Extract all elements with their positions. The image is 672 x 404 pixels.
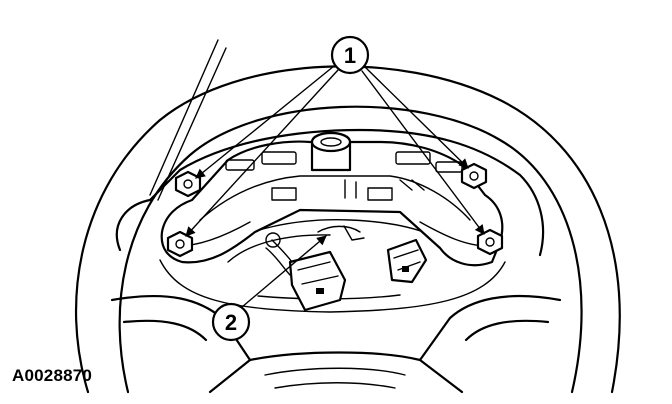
center-post bbox=[310, 131, 352, 172]
callout-1-leader-upper-right bbox=[363, 65, 469, 169]
tool-lines bbox=[149, 39, 227, 201]
electrical-connector-left bbox=[265, 239, 347, 312]
clockspring-wiring bbox=[265, 225, 365, 248]
steering-wheel-rim bbox=[74, 65, 621, 394]
nut-upper-left bbox=[174, 170, 202, 198]
electrical-connector-right bbox=[386, 238, 428, 284]
callout-1-circle bbox=[330, 35, 370, 75]
callout-1-label: 1 bbox=[344, 43, 356, 68]
nut-lower-right bbox=[476, 228, 504, 256]
callout-2-label: 2 bbox=[225, 310, 237, 335]
callout-1: 1 bbox=[185, 35, 485, 237]
callout-2-circle bbox=[211, 302, 251, 342]
callout-1-leader-lower-right bbox=[361, 70, 485, 235]
callout-2-leader bbox=[241, 235, 327, 308]
nut-lower-left bbox=[166, 230, 194, 258]
callout-1-leader-lower-left bbox=[185, 69, 339, 237]
figure-id: A0028870 bbox=[12, 366, 93, 385]
steering-wheel-lower-spokes bbox=[110, 294, 562, 394]
callout-2: 2 bbox=[211, 235, 327, 342]
callout-1-leader-upper-left bbox=[195, 65, 335, 179]
nut-upper-right bbox=[460, 162, 488, 190]
mounting-bracket bbox=[160, 140, 504, 267]
